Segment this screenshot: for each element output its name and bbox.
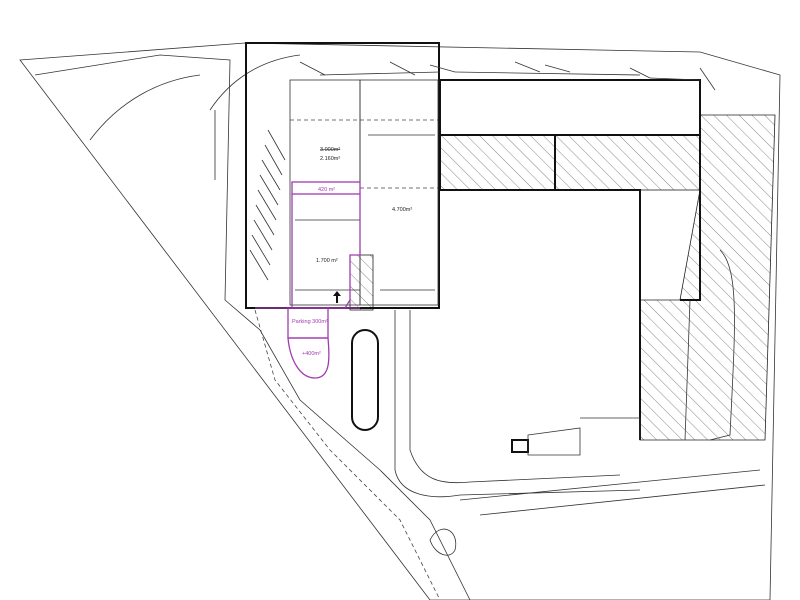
entrance-arrow-icon <box>333 291 341 303</box>
hatched-zone-north <box>439 134 701 191</box>
highlight-zone <box>291 194 361 309</box>
turn-island <box>429 528 457 556</box>
highlight-band <box>291 181 361 195</box>
road-edge <box>254 309 441 600</box>
road-curve <box>89 54 301 180</box>
extension-area <box>287 337 330 379</box>
area-label-old: 3.000m² <box>320 147 340 153</box>
inner-road <box>34 54 471 600</box>
area-label-band: 420 m² <box>318 187 335 193</box>
building-east-wing <box>555 135 701 440</box>
parking-bays-north <box>299 61 716 91</box>
hatched-core <box>349 254 374 311</box>
gatehouse <box>511 439 529 453</box>
building-north-wing <box>439 79 701 136</box>
roundabout-island <box>351 329 379 431</box>
area-label-hall-b: 4.700m² <box>392 207 412 213</box>
gatehouse-building <box>527 417 641 456</box>
access-road <box>394 310 641 498</box>
building-main <box>245 42 440 309</box>
parking-label: Parking 300m² <box>292 319 328 325</box>
area-label-hall-a: 2.160m² <box>320 156 340 162</box>
area-label-hall-c: 1.700 m² <box>316 258 338 264</box>
parking-bays-west <box>249 129 286 281</box>
building-north-block <box>439 134 556 191</box>
extension-label: +400m² <box>302 351 321 357</box>
south-road <box>459 469 766 516</box>
